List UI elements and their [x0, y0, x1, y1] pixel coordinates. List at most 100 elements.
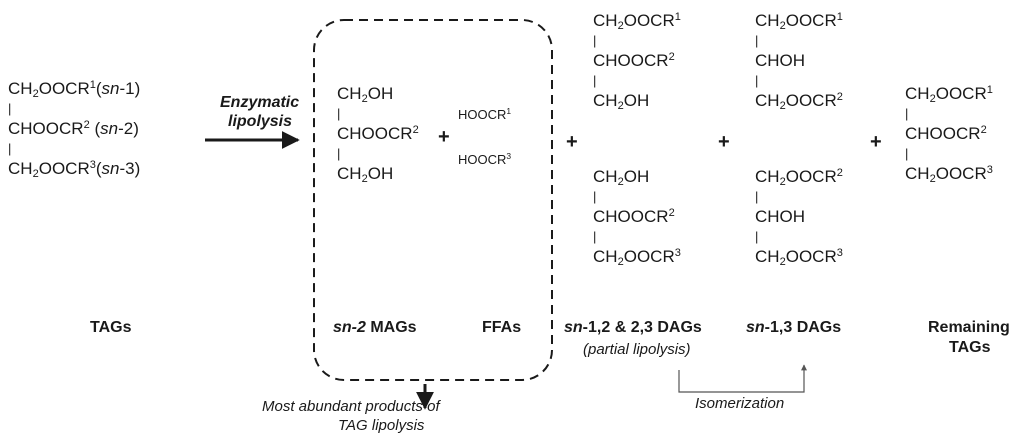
- dag12-bottom-row-3-sub: 2: [617, 256, 624, 269]
- tag-row-1-pos-it: sn: [101, 79, 120, 98]
- dag13-bottom-row-1-sup: 2: [836, 166, 843, 179]
- ffa-row-2-sup: 3: [506, 151, 512, 162]
- remaining-row-1-sub: 2: [929, 93, 936, 106]
- tag-row-3-pos-it: sn: [101, 159, 120, 178]
- mag-row-3-sub: 2: [361, 173, 368, 186]
- dag13-label-it: sn: [746, 319, 765, 336]
- remaining-row-3: CH2OOCR3: [905, 164, 993, 186]
- dag12-bottom-bond-1: |: [593, 189, 597, 204]
- dag13-top-row-1-rest: OOCR: [785, 11, 837, 30]
- dag13-bottom-row-3: CH2OOCR3: [755, 246, 843, 269]
- tag-row-2-pos: (: [94, 119, 101, 138]
- abundant-caption-line-1: Most abundant products of: [262, 398, 440, 415]
- remaining-row-3-main: CH: [905, 164, 930, 183]
- plus-sign-4: +: [870, 131, 882, 153]
- dag13-bottom-row-1-main: CH: [755, 167, 780, 186]
- abundant-caption-line-2: TAG lipolysis: [338, 417, 425, 434]
- remaining-row-1-sup: 1: [986, 83, 993, 96]
- dag13-top-row-3-sub: 2: [779, 100, 786, 113]
- mag-row-2-main: CHOOCR: [337, 124, 413, 143]
- dag12-label-rest: -1,2 & 2,3 DAGs: [582, 319, 702, 336]
- tag-row-1-sub: 2: [32, 88, 39, 101]
- dag12-label: sn-1,2 & 2,3 DAGs: [564, 320, 702, 336]
- mag-label-it: sn-2: [333, 319, 366, 336]
- dag13-bottom-row-2: CHOH: [755, 208, 805, 225]
- tag-row-3-pos-end: -3): [119, 159, 141, 178]
- tag-row-2-sup: 2: [83, 118, 90, 131]
- dag12-bottom-bond-2: |: [593, 229, 597, 244]
- dag12-top-row-3-sub: 2: [617, 100, 624, 113]
- tag-row-2-main: CHOOCR: [8, 119, 84, 138]
- tag-row-2: CHOOCR2 (sn-2): [8, 118, 139, 138]
- lipolysis-label: lipolysis: [228, 113, 293, 130]
- plus-sign-2: +: [566, 131, 578, 153]
- dag13-bottom-row-3-sub: 2: [779, 256, 786, 269]
- plus-sign-3: +: [718, 131, 730, 153]
- mag-row-1-sub: 2: [361, 93, 368, 106]
- remaining-bond-1: |: [905, 106, 909, 121]
- dag12-bottom-row-2-sup: 2: [668, 206, 675, 219]
- dag13-bottom-row-1-sub: 2: [779, 176, 786, 189]
- mag-row-1-main: CH: [337, 84, 362, 103]
- dag13-label-rest: -1,3 DAGs: [764, 319, 842, 336]
- dag13-top-row-1-main: CH: [755, 11, 780, 30]
- remaining-row-3-sub: 2: [929, 173, 936, 186]
- dag13-top-row-1-sub: 2: [779, 20, 786, 33]
- mag-row-2: CHOOCR2: [337, 123, 419, 143]
- tag-row-1: CH2OOCR1(sn-1): [8, 78, 140, 101]
- remaining-row-2-sup: 2: [980, 123, 987, 136]
- dag12-top-row-2: CHOOCR2: [593, 50, 675, 69]
- remaining-row-2: CHOOCR2: [905, 123, 987, 143]
- mag-bond-1: |: [337, 106, 341, 121]
- dag12-top-row-1-rest: OOCR: [623, 11, 675, 30]
- dag13-bottom-row-3-sup: 3: [836, 246, 843, 259]
- dag13-top-row-2-main: CHOH: [755, 51, 806, 70]
- ffa-row-1-sup: 1: [506, 106, 512, 117]
- tag-row-3-pos: (: [95, 159, 102, 178]
- ffa-row-2-main: HOOCR: [458, 152, 507, 167]
- mag-row-2-sup: 2: [412, 123, 419, 136]
- dag12-bottom-row-3-rest: OOCR: [623, 247, 675, 266]
- remaining-label-line-2: TAGs: [949, 339, 991, 356]
- tag-row-2-pos-it: sn: [100, 119, 119, 138]
- dag12-bottom-row-3-sup: 3: [674, 246, 681, 259]
- dag12-top-row-3: CH2OH: [593, 91, 650, 113]
- ffa-row-1: HOOCR1: [458, 106, 512, 122]
- ffa-row-1-main: HOOCR: [458, 107, 507, 122]
- dag12-top-row-2-sup: 2: [668, 50, 675, 63]
- plus-sign-1: +: [438, 126, 450, 148]
- mag-bond-2: |: [337, 146, 341, 161]
- dag12-bottom-row-2-main: CHOOCR: [593, 207, 669, 226]
- tag-row-2-pos-end: -2): [118, 119, 139, 138]
- dag13-top-bond-2: |: [755, 73, 759, 88]
- dag13-bottom-bond-1: |: [755, 189, 759, 204]
- dag12-top-row-3-rest: OH: [623, 91, 650, 110]
- dag12-label-it: sn: [564, 319, 583, 336]
- dag13-bottom-row-1: CH2OOCR2: [755, 166, 843, 189]
- remaining-row-3-rest: OOCR: [935, 164, 987, 183]
- dag13-top-bond-1: |: [755, 33, 759, 48]
- dag13-bottom-row-3-rest: OOCR: [785, 247, 837, 266]
- tag-row-3-rest: OOCR: [38, 159, 90, 178]
- dag13-top-row-3-main: CH: [755, 91, 780, 110]
- dag12-top-row-1-main: CH: [593, 11, 618, 30]
- remaining-row-1-rest: OOCR: [935, 84, 987, 103]
- tag-row-3-main: CH: [8, 159, 33, 178]
- tag-row-3-sup: 3: [89, 158, 96, 171]
- dag13-label: sn-1,3 DAGs: [746, 320, 841, 336]
- dag12-top-row-1: CH2OOCR1: [593, 11, 681, 31]
- dag12-top-bond-2: |: [593, 73, 597, 88]
- mag-label-rest: MAGs: [365, 319, 417, 336]
- dag13-top-row-3-rest: OOCR: [785, 91, 837, 110]
- enzymatic-label: Enzymatic: [220, 94, 300, 111]
- tag-row-3-sub: 2: [32, 168, 39, 181]
- remaining-row-2-main: CHOOCR: [905, 124, 981, 143]
- dag13-bottom-row-2-main: CHOH: [755, 207, 806, 226]
- dag12-bottom-row-1-sub: 2: [617, 176, 624, 189]
- dag12-sublabel: (partial lipolysis): [583, 341, 691, 358]
- dag13-top-row-1-sup: 1: [836, 10, 843, 23]
- dag12-bottom-row-2: CHOOCR2: [593, 206, 675, 226]
- dag13-top-row-1: CH2OOCR1: [755, 10, 843, 33]
- tag-row-1-sup: 1: [89, 78, 96, 91]
